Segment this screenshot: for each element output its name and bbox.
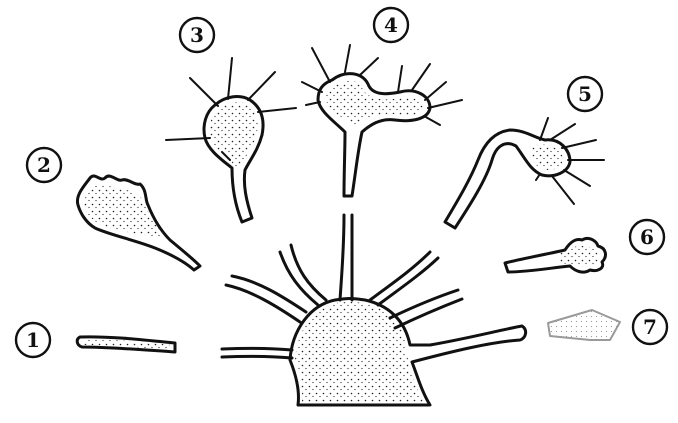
label-6: 6 <box>630 220 664 254</box>
label-7-text: 7 <box>643 315 657 339</box>
central-neuron <box>222 215 526 405</box>
label-1-text: 1 <box>26 328 40 352</box>
cell-form-6 <box>505 238 605 272</box>
label-6-text: 6 <box>640 225 654 249</box>
cell-form-4 <box>302 45 462 196</box>
cell-5-body <box>445 130 570 228</box>
label-4-text: 4 <box>384 13 398 37</box>
label-2-text: 2 <box>37 153 51 177</box>
cell-form-2 <box>77 176 200 270</box>
cell-form-3 <box>166 58 296 222</box>
central-process-up <box>340 215 352 300</box>
label-3-text: 3 <box>190 23 204 47</box>
cell-form-1 <box>77 337 175 352</box>
central-cell-stipple <box>295 302 424 402</box>
cell-form-5 <box>445 118 604 228</box>
label-3: 3 <box>180 18 214 52</box>
central-process-left <box>226 276 306 322</box>
label-2: 2 <box>27 148 61 182</box>
label-5-text: 5 <box>578 82 592 106</box>
label-4: 4 <box>374 8 408 42</box>
cell-form-7 <box>548 310 620 340</box>
label-7: 7 <box>633 310 667 344</box>
central-process-upper-right <box>370 252 438 305</box>
central-process-upper-left <box>280 245 326 305</box>
central-process-lower-left <box>222 348 292 358</box>
cell-7-body <box>548 310 620 340</box>
label-5: 5 <box>568 77 602 111</box>
label-1: 1 <box>16 323 50 357</box>
